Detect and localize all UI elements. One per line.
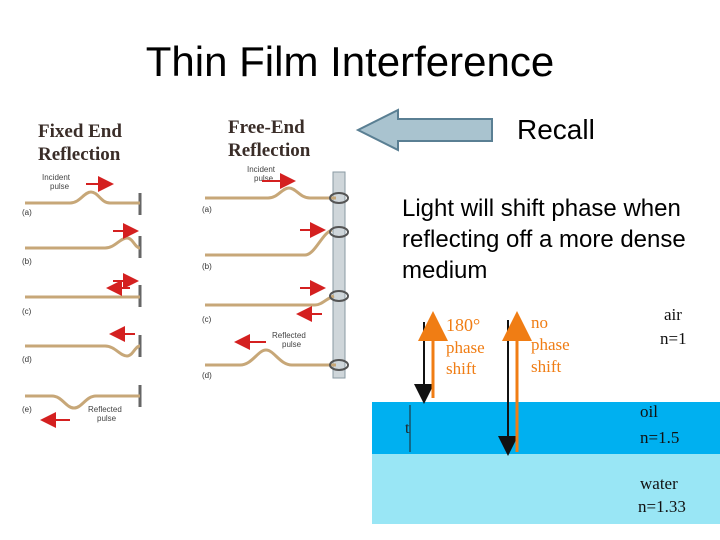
fixed-incident-label-2: pulse [50, 182, 70, 191]
no-phase-label-1: no [531, 313, 548, 332]
water-index: n=1.33 [638, 497, 686, 516]
oil-index: n=1.5 [640, 428, 679, 447]
fixed-reflected-label-2: pulse [97, 414, 117, 423]
fixed-step-a: (a) [22, 208, 32, 217]
free-step-d: (d) [202, 371, 212, 380]
oil-name: oil [640, 402, 658, 421]
phase-shift-label-3: shift [446, 359, 477, 378]
no-phase-label-2: phase [531, 335, 570, 354]
thin-film-diagram: t 180° phase shift no phase shift air n=… [372, 298, 720, 524]
free-end-heading: Free-End Reflection [228, 117, 311, 161]
free-reflected-label-1: Reflected [272, 331, 306, 340]
free-step-a: (a) [202, 205, 212, 214]
phase-shift-note: Light will shift phase when reflecting o… [402, 195, 686, 284]
thickness-label: t [405, 420, 410, 437]
fixed-step-c: (c) [22, 307, 32, 316]
free-end-panel: Incident pulse (a) (b) (c) (d) Reflected… [202, 165, 349, 380]
fixed-end-heading: Fixed End Reflection [38, 121, 122, 165]
fixed-step-e: (e) [22, 405, 32, 414]
free-reflected-label-2: pulse [282, 340, 302, 349]
free-incident-label-1: Incident [247, 165, 276, 174]
fixed-step-d: (d) [22, 355, 32, 364]
water-layer [372, 454, 720, 524]
water-name: water [640, 474, 678, 493]
free-step-b: (b) [202, 262, 212, 271]
fixed-incident-label-1: Incident [42, 173, 71, 182]
air-index: n=1 [660, 329, 687, 348]
fixed-end-panel: Incident pulse (a) (b) (c) (d) (e) Refle… [22, 173, 142, 428]
recall-arrow [355, 108, 493, 152]
slide-title: Thin Film Interference [145, 38, 555, 85]
fixed-reflected-label-1: Reflected [88, 405, 122, 414]
recall-label: Recall [517, 114, 595, 145]
free-incident-label-2: pulse [254, 174, 274, 183]
phase-shift-label-1: 180° [446, 315, 480, 335]
fixed-step-b: (b) [22, 257, 32, 266]
oil-layer [372, 402, 720, 454]
air-name: air [664, 305, 682, 324]
phase-shift-label-2: phase [446, 338, 485, 357]
free-step-c: (c) [202, 315, 212, 324]
no-phase-label-3: shift [531, 357, 562, 376]
